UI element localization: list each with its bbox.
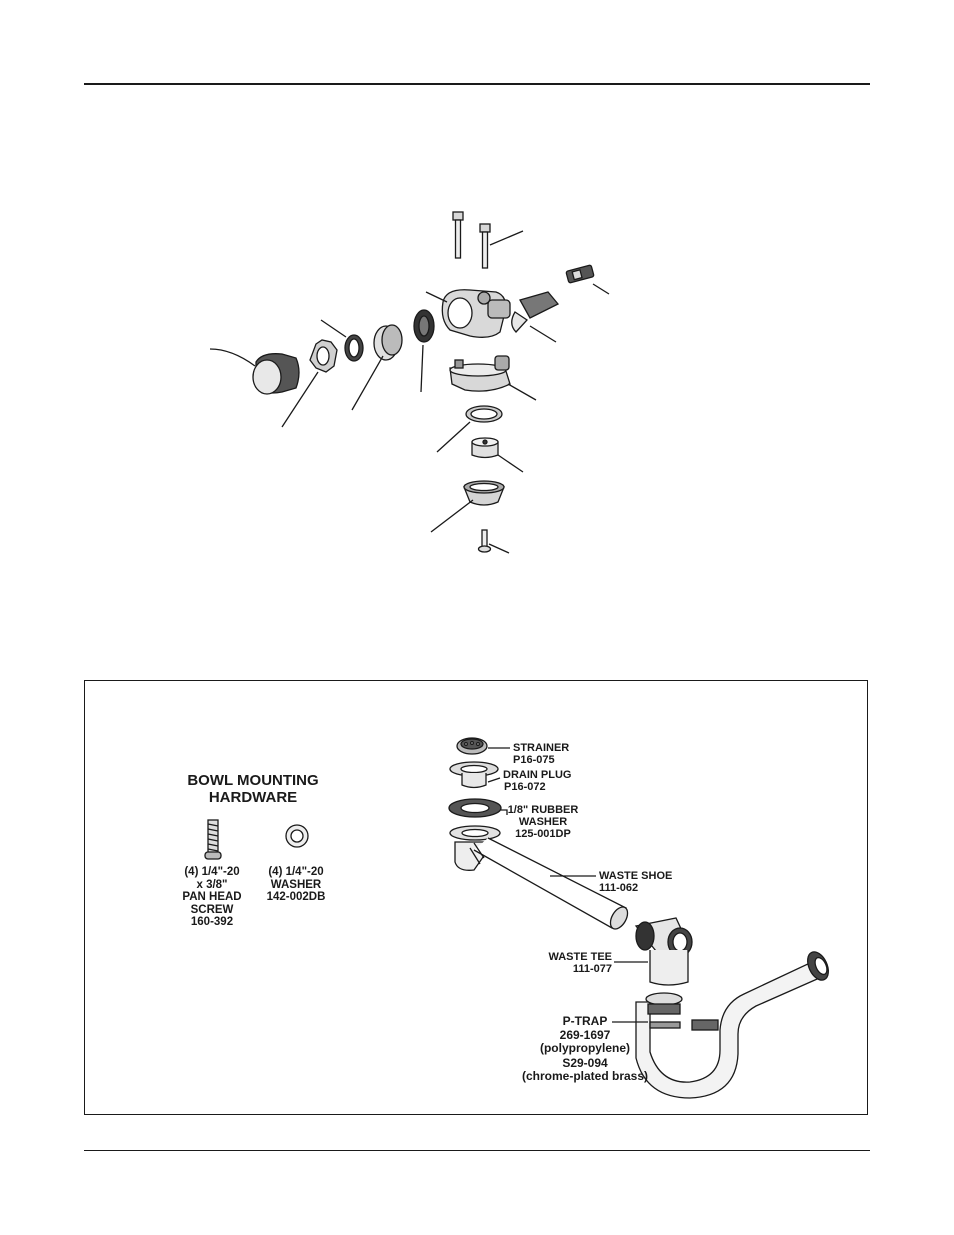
part-name: WASTE TEE (548, 951, 612, 963)
caption-line: 142-002DB (266, 891, 326, 903)
caption-line: SCREW (190, 903, 234, 916)
part-name: WASTE SHOE (599, 870, 673, 882)
rubber-washer-label: 1/8" RUBBER WASHER 125-001DP (503, 804, 583, 840)
waste-tee-icon (634, 917, 693, 986)
elbow-icon (511, 291, 560, 333)
caption-line: x 3/8" (196, 878, 228, 891)
fitting-icon (565, 264, 595, 284)
knob-icon (252, 353, 300, 395)
spring-icon (413, 309, 435, 343)
rubber-washer-icon (448, 798, 502, 818)
title-line-2: HARDWARE (208, 789, 298, 806)
part-material: (polypropylene) (539, 1041, 630, 1055)
waste-shoe-label: WASTE SHOE 111-062 (599, 870, 672, 894)
o-ring-icon (344, 334, 364, 362)
part-number: 111-077 (572, 963, 612, 975)
caption-line: PAN HEAD (182, 891, 242, 903)
part-number: S29-094 (562, 1056, 608, 1070)
drain-plug-label: DRAIN PLUG P16-072 (503, 769, 571, 793)
pan-head-screw-caption: (4) 1/4"-20 x 3/8" PAN HEAD SCREW 160-39… (176, 866, 248, 929)
waste-tee-label: WASTE TEE 111-077 (538, 951, 612, 975)
part-name: WASHER (518, 816, 568, 828)
pan-head-screw-icon (204, 819, 222, 860)
screw-icon (477, 529, 492, 553)
footer-rule (84, 1150, 870, 1151)
cup-icon (463, 480, 505, 506)
title-line-1: BOWL MOUNTING (187, 772, 319, 789)
strainer-icon (456, 737, 488, 755)
bowl-mounting-title: BOWL MOUNTING HARDWARE (160, 772, 346, 806)
part-material: (chrome-plated brass) (521, 1069, 649, 1083)
washer-caption: (4) 1/4"-20 WASHER 142-002DB (258, 866, 334, 904)
washer-icon (285, 824, 309, 848)
hex-nut-icon (309, 339, 338, 373)
housing-icon (449, 355, 511, 392)
p-trap-label: P-TRAP 269-1697 (polypropylene) S29-094 … (510, 1015, 660, 1083)
washer-icon (465, 405, 503, 423)
part-number: 111-062 (599, 882, 639, 894)
part-name: DRAIN PLUG (503, 769, 572, 781)
strainer-label: STRAINER P16-075 (513, 742, 569, 766)
valve-body-icon (441, 289, 511, 338)
bolt-icon (452, 211, 491, 269)
drain-valve-exploded-drawing (209, 211, 610, 554)
plunger-icon (373, 324, 403, 361)
caption-line: (4) 1/4"-20 (268, 866, 324, 878)
caption-line: WASHER (270, 878, 322, 891)
part-number: P16-072 (504, 781, 546, 793)
part-number: 125-001DP (515, 828, 571, 840)
part-number: P16-075 (513, 754, 555, 766)
caption-line: (4) 1/4"-20 (184, 866, 240, 878)
waste-shoe-icon (449, 825, 629, 930)
p-trap-icon (635, 951, 829, 1099)
stopper-icon (471, 437, 499, 459)
drain-plug-icon (449, 761, 499, 789)
drain-kit-panel (84, 680, 868, 1115)
part-name: P-TRAP (562, 1014, 608, 1028)
header-rule (84, 83, 870, 85)
part-name: 1/8" RUBBER (507, 804, 579, 816)
part-number: 269-1697 (559, 1028, 611, 1042)
caption-line: 160-392 (190, 916, 234, 928)
part-name: STRAINER (513, 742, 570, 754)
